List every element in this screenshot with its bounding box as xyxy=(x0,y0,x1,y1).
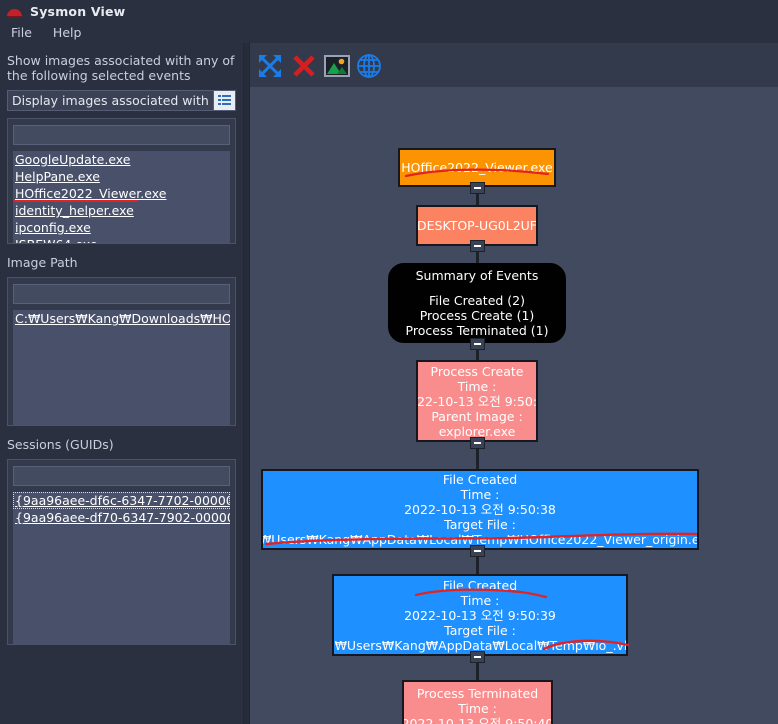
graph-toolbar xyxy=(250,43,778,87)
collapse-handle[interactable] xyxy=(470,338,485,350)
image-path-listbox[interactable]: C:₩Users₩Kang₩Downloads₩HOffice202 xyxy=(13,310,230,425)
image-path-listbox-group: C:₩Users₩Kang₩Downloads₩HOffice202 xyxy=(7,277,236,426)
node-line: File Created xyxy=(442,577,518,593)
graph-node-summary[interactable]: Summary of Events File Created (2) Proce… xyxy=(388,263,566,343)
close-x-icon[interactable] xyxy=(290,52,318,80)
list-menu-icon[interactable] xyxy=(213,91,235,110)
node-line: Parent Image : xyxy=(431,408,523,424)
list-item[interactable]: C:₩Users₩Kang₩Downloads₩HOffice202 xyxy=(15,311,230,326)
graph-edge xyxy=(476,442,479,469)
graph-edge xyxy=(476,343,479,360)
node-line: HOffice2022_Viewer.exe xyxy=(401,160,553,175)
sessions-label: Sessions (GUIDs) xyxy=(7,437,114,452)
graph-node-file-created[interactable]: File Created Time : 2022-10-13 오전 9:50:3… xyxy=(332,574,628,656)
list-item[interactable]: HelpPane.exe xyxy=(15,169,100,184)
node-line: Time : xyxy=(460,487,500,502)
display-images-combo-value: Display images associated with xyxy=(12,93,209,108)
graph-node-file-created[interactable]: File Created Time : 2022-10-13 오전 9:50:3… xyxy=(261,469,699,550)
node-line: Time : xyxy=(457,378,497,394)
node-line: 2022-10-13 오전 9:50:38 xyxy=(404,502,556,517)
list-item[interactable]: ISBEW64.exe xyxy=(13,236,230,243)
image-path-filter-input[interactable] xyxy=(13,284,230,304)
events-filter-label: Show images associated with any of the f… xyxy=(7,53,235,83)
sessions-filter-input[interactable] xyxy=(13,466,230,486)
graph-node-process-terminated[interactable]: Process Terminated Time : 2022-10-13 오전 … xyxy=(402,680,553,724)
list-item[interactable]: {9aa96aee-df70-6347-7902-0000000010 xyxy=(15,510,230,525)
node-line: explorer.exe xyxy=(438,423,516,439)
image-path-label: Image Path xyxy=(7,255,78,270)
node-line: Process Create (1) xyxy=(419,308,535,323)
node-line: DESKTOP-UG0L2UF xyxy=(417,218,537,233)
panel-splitter[interactable] xyxy=(243,43,250,724)
node-line: 2022-10-13 오전 9:50:39 xyxy=(404,607,556,623)
menu-item-file[interactable]: File xyxy=(11,25,32,40)
collapse-handle[interactable] xyxy=(470,182,485,194)
node-line: Process Create xyxy=(430,363,524,379)
graph-node-process-create[interactable]: Process Create Time : 2022-10-13 오전 9:50… xyxy=(416,360,538,442)
node-line: File Created xyxy=(442,472,518,487)
list-item[interactable]: ipconfig.exe xyxy=(15,220,91,235)
list-item[interactable]: GoogleUpdate.exe xyxy=(15,152,131,167)
graph-edge xyxy=(476,656,479,680)
node-line: 2022-10-13 오전 9:50:36 xyxy=(417,393,537,409)
node-line: Process Terminated (1) xyxy=(405,323,549,338)
expand-arrows-icon[interactable] xyxy=(256,52,284,80)
node-line: 2022-10-13 오전 9:50:40 xyxy=(402,716,553,724)
graph-edge xyxy=(476,246,479,263)
node-line: File Created (2) xyxy=(428,293,526,308)
sessions-listbox[interactable]: {9aa96aee-df6c-6347-7702-00000000100 {9a… xyxy=(13,492,230,644)
graph-edge xyxy=(476,550,479,574)
node-line: Process Terminated xyxy=(416,686,539,701)
list-item[interactable]: HOffice2022_Viewer.exe xyxy=(13,185,230,202)
node-line: Target File : xyxy=(444,517,516,532)
sidebar: Show images associated with any of the f… xyxy=(0,43,243,724)
title-bar: Sysmon View xyxy=(0,0,778,22)
sessions-listbox-group: {9aa96aee-df6c-6347-7702-00000000100 {9a… xyxy=(7,459,236,645)
collapse-handle[interactable] xyxy=(470,437,485,449)
list-item[interactable]: {9aa96aee-df6c-6347-7702-00000000100 xyxy=(13,492,230,509)
images-listbox-group: GoogleUpdate.exe HelpPane.exe HOffice202… xyxy=(7,118,236,244)
node-line: Time : xyxy=(460,592,500,608)
node-line: Time : xyxy=(458,701,497,716)
collapse-handle[interactable] xyxy=(470,240,485,252)
collapse-handle[interactable] xyxy=(470,545,485,557)
display-images-combo[interactable]: Display images associated with xyxy=(7,90,236,111)
list-item[interactable]: identity_helper.exe xyxy=(15,203,134,218)
menu-bar: File Help xyxy=(0,22,778,43)
node-title: Summary of Events xyxy=(415,268,539,283)
sysmon-dome-icon xyxy=(7,4,22,19)
images-listbox[interactable]: GoogleUpdate.exe HelpPane.exe HOffice202… xyxy=(13,151,230,243)
image-icon[interactable] xyxy=(323,52,351,80)
images-filter-input[interactable] xyxy=(13,125,230,145)
window-title: Sysmon View xyxy=(30,3,126,19)
globe-icon[interactable] xyxy=(355,52,383,80)
graph-edge xyxy=(476,187,479,205)
graph-panel: HOffice2022_Viewer.exe DESKTOP-UG0L2UF S… xyxy=(250,43,778,724)
graph-canvas[interactable]: HOffice2022_Viewer.exe DESKTOP-UG0L2UF S… xyxy=(250,87,778,724)
collapse-handle[interactable] xyxy=(470,651,485,663)
node-line: Target File : xyxy=(444,622,516,638)
menu-item-help[interactable]: Help xyxy=(52,25,82,40)
